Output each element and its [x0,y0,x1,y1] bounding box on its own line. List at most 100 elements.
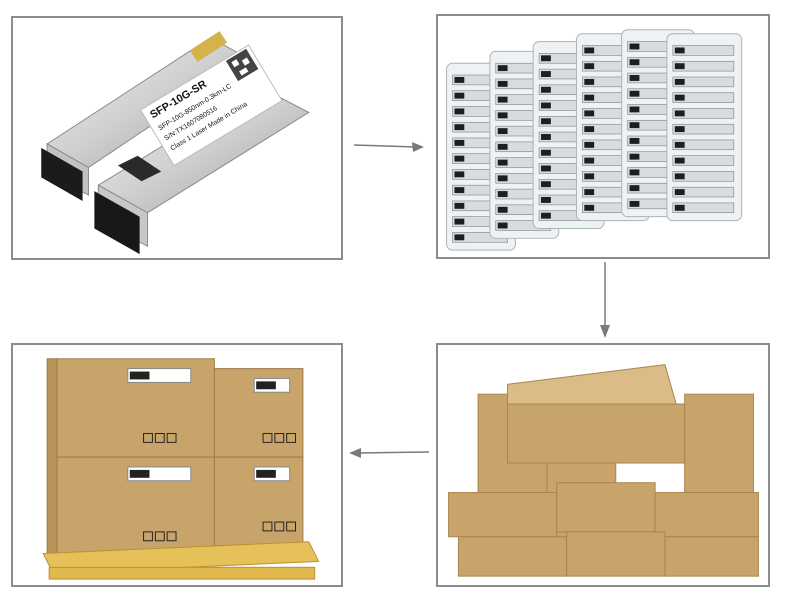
module-connector [497,128,508,135]
handling-symbol-icon [286,433,297,443]
handling-symbol-icon [262,521,273,532]
carton-front [507,403,686,464]
carton [664,536,759,577]
module-connector [674,204,685,211]
pallet-illustration [42,358,320,580]
carton-side [46,358,58,556]
module-connector [454,218,465,225]
module-connector [584,78,595,85]
module-connector [629,153,640,160]
module-connector [629,90,640,97]
module-connector [584,110,595,117]
module-connector [674,157,685,164]
module-connector [629,43,640,50]
module-connector [454,171,465,178]
module-connector [674,173,685,180]
module-connector [584,141,595,148]
handling-symbol-icon [166,433,177,443]
module-connector [541,71,551,77]
sfp-module-back [41,31,251,201]
handling-symbol-icon [143,433,153,443]
module-connector [674,94,685,101]
module-connector [629,122,640,129]
module-connector [454,92,465,99]
arrow-down [598,262,612,338]
sfp-module-front [94,86,310,255]
module-connector [584,47,595,54]
module-connector [454,139,465,146]
qr-code-icon [225,48,259,82]
carton [457,536,568,577]
module-connector [454,234,465,241]
module-connector [541,102,551,109]
barcode-icon [129,469,150,478]
module-connector [629,75,640,81]
tray-slot [672,155,735,166]
module-connector [454,76,465,83]
arrow-left [349,446,429,460]
tray-packaging-illustration [446,29,743,251]
palletized-boxes [42,358,320,580]
module-connector [674,189,685,196]
module-connector [584,157,595,164]
module-connector [497,143,508,150]
module-connector [497,112,508,119]
module-connector [584,204,595,211]
barcode-icon [256,381,276,390]
sfp-modules-illustration: SFP-10G-SR SFP-10G-850nm-0.3km-LC S/N:TX… [41,31,310,255]
module-connector [541,55,551,62]
module-connector [674,110,685,117]
tray-slot [672,45,735,56]
tray-slot [672,76,735,88]
tray-slot [672,108,735,119]
module-connector [629,200,640,207]
handling-symbol-icon [274,433,285,443]
module-connector [629,137,640,144]
module-connector [497,222,508,229]
module-connector [629,106,640,113]
module-connector [454,187,465,194]
handling-symbol-icon [286,521,297,532]
module-connector [629,169,640,176]
carton-boxes-illustration [448,364,759,577]
handling-symbol-icon [262,433,273,443]
tray-slot [672,139,735,151]
module-connector [454,202,465,209]
tray-slot [672,186,735,198]
handling-symbol-icon [154,433,165,443]
tray-slot [672,92,735,103]
tray-stack [446,29,743,251]
carton-boxes-panel [436,343,770,587]
sfp-modules-panel: SFP-10G-SR SFP-10G-850nm-0.3km-LC S/N:TX… [11,16,343,260]
module-connector [541,165,551,172]
module-connector [541,181,551,188]
module-connector [584,94,595,101]
tray-slot [672,60,735,72]
handling-symbol-icon [274,521,285,532]
module-connector [584,173,595,180]
stacked-cartons [448,364,759,577]
module-connector [629,59,640,66]
barcode-icon [256,469,276,478]
module-connector [454,155,465,162]
tray-slot [672,171,735,182]
module-connector [541,196,551,203]
module-connector [497,80,508,87]
module-connector [584,189,595,196]
arrow-right [354,140,424,154]
pallet-panel [11,343,343,587]
module-connector [497,96,508,103]
module-connector [541,134,551,140]
module-connector [674,78,685,85]
module-connector [541,212,551,219]
carton [566,531,666,577]
module-connector [497,159,508,166]
module-connector [541,118,551,125]
module-connector [454,108,465,115]
handling-symbol-icon [166,531,177,542]
module-connector [674,63,685,70]
module-connector [629,185,640,192]
module-connector [674,47,685,54]
carton [448,492,558,538]
module-connector [497,206,508,213]
